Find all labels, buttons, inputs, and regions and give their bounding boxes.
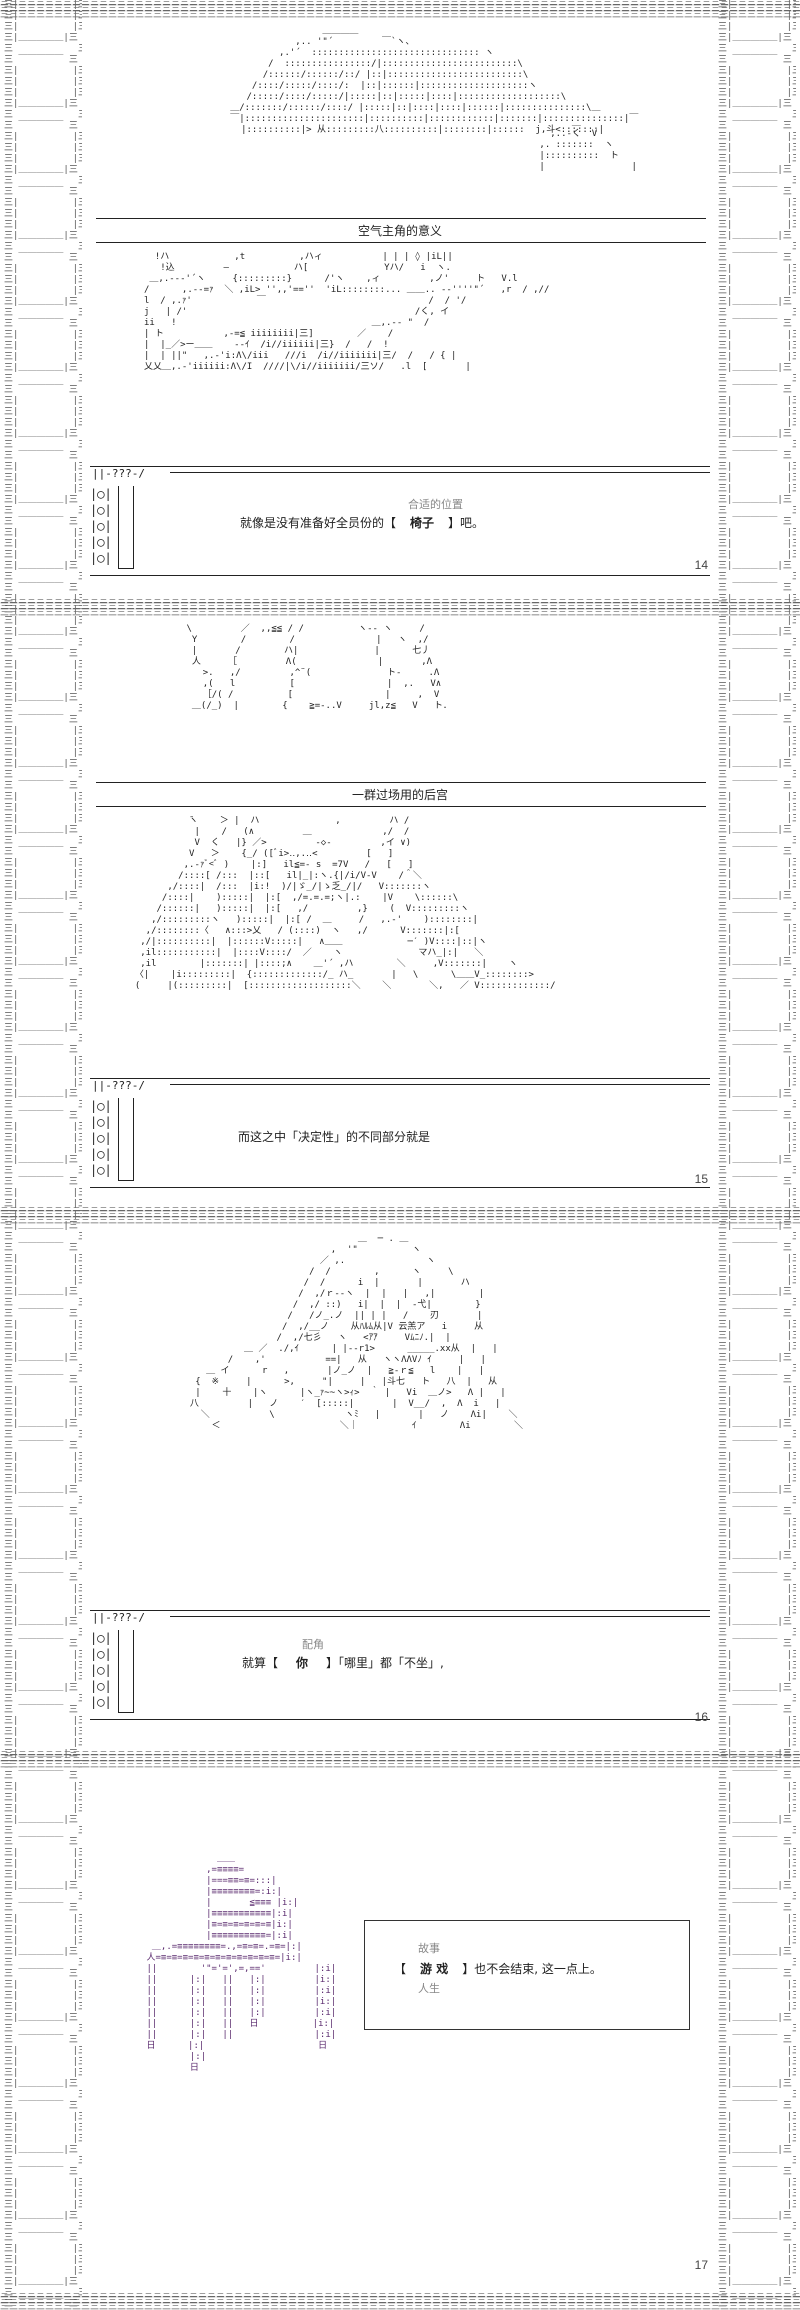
panel-title: 一群过场用的后宫 [351, 788, 448, 802]
divider [96, 218, 706, 219]
left-film-strip: 三| |三 三| |三 三| |三 三|＿＿＿＿＿|三 三 三 三 ￣￣￣￣￣ … [4, 0, 82, 2310]
dialog-header: ||-???-/ [92, 467, 145, 480]
page-number: 16 [694, 1710, 708, 1724]
ruby-text: 合适的位置 [408, 498, 463, 511]
separator: 三三三三三三三三三三三三三三三三三三三三三三三三三三三三三三三三三三三三三三三三… [0, 1206, 800, 1224]
page-number: 17 [694, 2258, 708, 2272]
ruby-text-bottom: 人生 [418, 1982, 440, 1995]
dialog-header: ||-???-/ [92, 1611, 145, 1624]
panel-14: ＿＿＿＿ ,.. '"´ ￣`ヽ、 ,.'´ :::::::::::::::::… [84, 18, 716, 598]
dialog-header: ||-???-/ [92, 1079, 145, 1092]
narration-text: 【游 戏】也不会结束, 这一点上。 [394, 1962, 602, 1976]
panel-15: \ ／ ,,≦≦ / / ヽ-- ヽ / Y / / | ヽ ,/ | / ハ|… [84, 616, 716, 1204]
divider [96, 242, 706, 243]
narration-box [364, 1920, 690, 2030]
dialog-text: 就像是没有准备好全员份的【椅子】吧。 [240, 516, 485, 530]
panel-16: ＿ ─ . ＿ , '" ヽ ／ ,. ヽ / / , ヽ \ [84, 1224, 716, 1748]
dialog-text: 就算【你】「哪里」都「不坐」, [242, 1656, 444, 1670]
panel-title: 空气主角的意义 [357, 224, 442, 238]
small-figure-ascii-art: ＿ ,..-く V ,. ::::::: ヽ |:::::::::: ト | | [539, 118, 637, 172]
right-film-strip: 三| |三 三| |三 三| |三 三|＿＿＿＿＿|三 三 三 三 ￣￣￣￣￣ … [718, 0, 796, 2310]
divider [96, 806, 706, 807]
harem-crowd-ascii-art: ̄ヽ ＞ | ハ , ハ / | / (∧ ＿ ,/ / V く |} ／> -… [134, 816, 556, 991]
dialog-box: ||-???-/ |◯| |◯| |◯| |◯| |◯| 而这之中「决定性」的不… [90, 1078, 710, 1188]
dialog-circles: |◯| |◯| |◯| |◯| |◯| [90, 1631, 112, 1709]
house-roof-ascii-art: ＿＿＿＿ ,.. '"´ ￣`ヽ、 ,.'´ :::::::::::::::::… [230, 26, 639, 135]
ruby-text: 配角 [302, 1638, 324, 1651]
ruby-text-top: 故事 [418, 1942, 440, 1955]
page-number: 15 [694, 1172, 708, 1186]
seated-figure-ascii-art: ＿ ─ . ＿ , '" ヽ ／ ,. ヽ / / , ヽ \ [189, 1234, 523, 1431]
hand-reaching-ascii-art: !ハ ,t ,ハィ | | | ◊ |iL|| !込 ― ハ[ Yハ/ i ヽ.… [144, 252, 550, 372]
dialog-box: ||-???-/ |◯| |◯| |◯| |◯| |◯| 配角 就算【你】「哪里… [90, 1610, 710, 1720]
dialog-circles: |◯| |◯| |◯| |◯| |◯| [90, 487, 112, 565]
chair-ascii-art: ＿＿ ,=≡≡≡≡= |===≡≡=≡=:::| |≡≡≡≡≡≡≡≡=:i:| … [146, 1854, 337, 2073]
page-number: 14 [694, 558, 708, 572]
separator: 三三三三三三三三三三三三三三三三三三三三三三三三三三三三三三三三三三三三三三三三… [0, 598, 800, 616]
dialog-text: 而这之中「决定性」的不同部分就是 [238, 1130, 431, 1144]
divider [96, 782, 706, 783]
top-separator: 三三三三三三三三三三三三三三三三三三三三三三三三三三三三三三三三三三三三三三三三… [0, 0, 800, 18]
dialog-circles: |◯| |◯| |◯| |◯| |◯| [90, 1099, 112, 1177]
figures-legs-ascii-art: \ ／ ,,≦≦ / / ヽ-- ヽ / Y / / | ヽ ,/ | / ハ|… [186, 624, 452, 711]
separator: 三三三三三三三三三三三三三三三三三三三三三三三三三三三三三三三三三三三三三三三三… [0, 1750, 800, 1768]
bottom-separator: 三三三三三三三三三三三三三三三三三三三三三三三三三三三三三三三三三三三三三三三三… [0, 2292, 800, 2310]
panel-17: ＿＿ ,=≡≡≡≡= |===≡≡=≡=:::| |≡≡≡≡≡≡≡≡=:i:| … [84, 1768, 716, 2290]
dialog-box: ||-???-/ |◯| |◯| |◯| |◯| |◯| 合适的位置 就像是没有… [90, 466, 710, 576]
